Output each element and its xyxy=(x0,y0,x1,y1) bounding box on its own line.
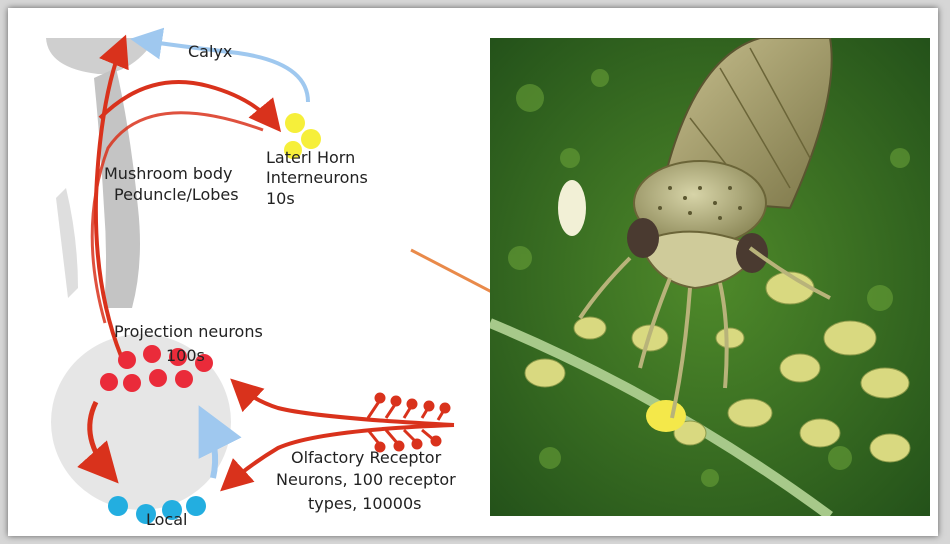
leafhopper-illustration xyxy=(490,38,930,516)
lateral-horn-node xyxy=(285,113,305,133)
orn-label-line3: types, 10000s xyxy=(308,494,421,514)
orn-label-line2: Neurons, 100 receptor xyxy=(276,470,456,490)
projection-neuron-node xyxy=(149,369,167,387)
projection-neuron-node xyxy=(123,374,141,392)
insect-photo xyxy=(490,38,930,516)
lateral-horn-label-line3: 10s xyxy=(266,189,295,209)
projection-neuron-node xyxy=(143,345,161,363)
mushroom-body-label-line1: Mushroom body xyxy=(104,164,232,184)
lateral-horn-label-line2: Interneurons xyxy=(266,168,368,188)
mushroom-lobe-shape xyxy=(56,188,78,298)
local-interneuron-node xyxy=(186,496,206,516)
mushroom-body-label-line2: Peduncle/Lobes xyxy=(114,185,239,205)
mushroom-calyx-shape xyxy=(46,38,156,74)
projection-neuron-node xyxy=(118,351,136,369)
projection-neuron-node xyxy=(100,373,118,391)
lateral-horn-node xyxy=(301,129,321,149)
local-interneurons-label: Local xyxy=(146,510,187,530)
projection-neurons-label-line2: 100s xyxy=(166,346,205,366)
projection-neuron-node xyxy=(175,370,193,388)
local-interneuron-node xyxy=(108,496,128,516)
orn-label-line1: Olfactory Receptor xyxy=(291,448,441,468)
projection-neurons-label-line1: Projection neurons xyxy=(114,322,263,342)
lateral-horn-label-line1: Laterl Horn xyxy=(266,148,355,168)
calyx-label: Calyx xyxy=(188,42,232,62)
calyx-to-lateral-horn-arrow xyxy=(100,82,276,126)
orn-to-projection-arrow xyxy=(236,384,454,425)
slide-frame: Calyx Laterl Horn Interneurons 10s Mushr… xyxy=(8,8,938,536)
